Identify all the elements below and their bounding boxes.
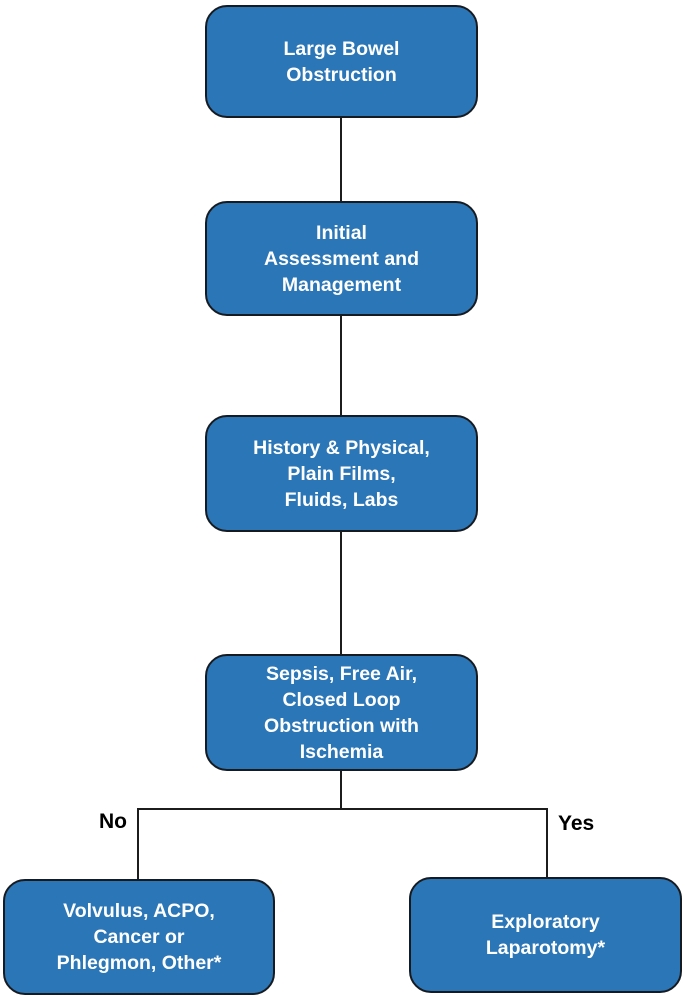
node-volvulus-acpo: Volvulus, ACPO, Cancer or Phlegmon, Othe… (3, 879, 275, 995)
connector-branch-no-drop (137, 808, 139, 880)
node-exploratory-laparotomy: Exploratory Laparotomy* (409, 877, 682, 993)
node-initial-assessment: Initial Assessment and Management (205, 201, 478, 316)
node-large-bowel-obstruction: Large Bowel Obstruction (205, 5, 478, 118)
connector-history-to-sepsis (340, 531, 342, 655)
node-history-physical: History & Physical, Plain Films, Fluids,… (205, 415, 478, 532)
branch-label-no: No (99, 810, 127, 833)
branch-label-yes: Yes (558, 812, 595, 835)
connector-branch-yes-drop (546, 808, 548, 878)
connector-assessment-to-history (340, 315, 342, 416)
connector-branch-horizontal (137, 808, 548, 810)
connector-obstruction-to-assessment (340, 118, 342, 202)
node-sepsis-free-air: Sepsis, Free Air, Closed Loop Obstructio… (205, 654, 478, 771)
connector-sepsis-stem (340, 770, 342, 809)
